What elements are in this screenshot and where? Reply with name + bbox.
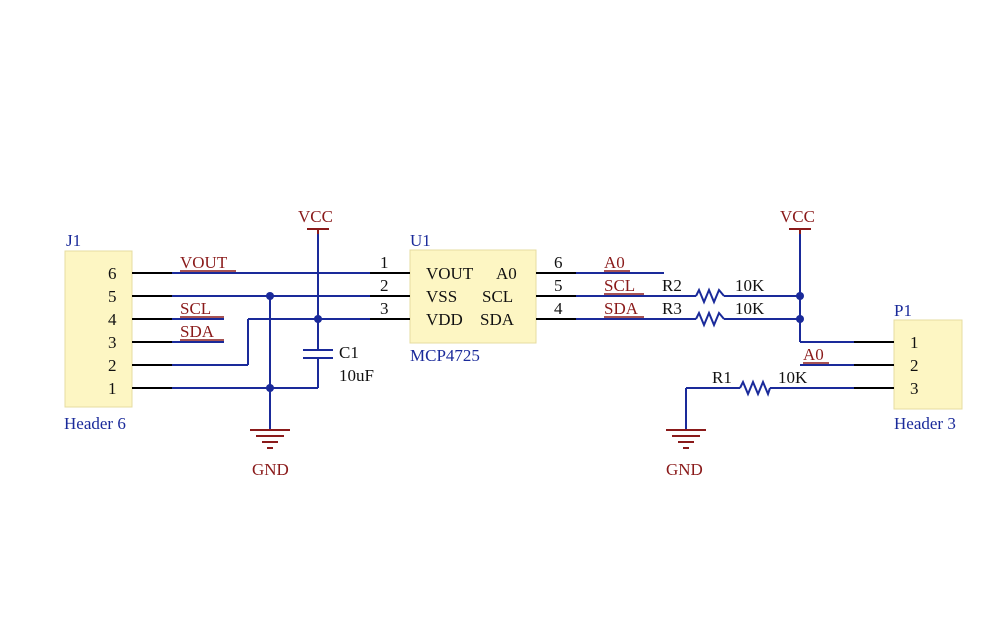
u1-label-sda: SDA <box>480 310 515 329</box>
p1-header: P1 Header 3 1 2 3 <box>854 301 963 433</box>
u1-name: MCP4725 <box>410 346 480 365</box>
net-label-scl-left: SCL <box>180 299 211 318</box>
j1-designator: J1 <box>66 231 81 250</box>
u1-pin-5: 5 <box>554 276 563 295</box>
j1-pin-3: 3 <box>108 333 117 352</box>
r1-value: 10K <box>778 368 808 387</box>
net-label-a0-p1: A0 <box>803 345 824 364</box>
u1-pin-6: 6 <box>554 253 563 272</box>
r2-designator: R2 <box>662 276 682 295</box>
net-label-sda-left: SDA <box>180 322 215 341</box>
c1-designator: C1 <box>339 343 359 362</box>
p1-designator: P1 <box>894 301 912 320</box>
junction-dot <box>266 292 274 300</box>
net-label-sda-right: SDA <box>604 299 639 318</box>
u1-right-wires <box>576 232 854 430</box>
p1-pin-1: 1 <box>910 333 919 352</box>
j1-wires <box>172 232 370 430</box>
u1-label-vout: VOUT <box>426 264 474 283</box>
j1-pin-2: 2 <box>108 356 117 375</box>
u1-label-scl: SCL <box>482 287 513 306</box>
u1-label-a0: A0 <box>496 264 517 283</box>
r2-value: 10K <box>735 276 765 295</box>
r3-resistor: R3 10K <box>662 299 765 328</box>
u1-pin-4: 4 <box>554 299 563 318</box>
u1-pin-1: 1 <box>380 253 389 272</box>
r1-resistor: R1 10K <box>712 368 808 397</box>
net-label-a0: A0 <box>604 253 625 272</box>
gnd-label-left: GND <box>252 460 289 479</box>
j1-body <box>64 250 133 408</box>
j1-name: Header 6 <box>64 414 126 433</box>
j1-pin-1: 1 <box>108 379 117 398</box>
junction-dot <box>796 315 804 323</box>
c1-capacitor: C1 10uF <box>303 343 374 385</box>
vcc-symbol-left: VCC <box>298 207 333 234</box>
j1-pin-5: 5 <box>108 287 117 306</box>
r3-value: 10K <box>735 299 765 318</box>
j1-pin-4: 4 <box>108 310 117 329</box>
u1-chip: U1 MCP4725 1 2 3 6 5 4 VOUT VSS VDD A0 S… <box>370 231 576 365</box>
vcc-label-left: VCC <box>298 207 333 226</box>
r1-designator: R1 <box>712 368 732 387</box>
j1-header: J1 Header 6 6 5 4 3 2 1 <box>64 231 172 433</box>
u1-body <box>409 249 537 344</box>
gnd-label-right: GND <box>666 460 703 479</box>
p1-pin-2: 2 <box>910 356 919 375</box>
gnd-symbol-left: GND <box>250 429 290 479</box>
u1-pin-2: 2 <box>380 276 389 295</box>
r3-designator: R3 <box>662 299 682 318</box>
p1-name: Header 3 <box>894 414 956 433</box>
p1-body <box>893 319 963 410</box>
r2-resistor: R2 10K <box>662 276 765 305</box>
p1-pin-3: 3 <box>910 379 919 398</box>
net-label-vout: VOUT <box>180 253 228 272</box>
junction-dot <box>314 315 322 323</box>
vcc-symbol-right: VCC <box>780 207 815 234</box>
junction-dot <box>266 384 274 392</box>
gnd-symbol-right: GND <box>666 429 706 479</box>
u1-designator: U1 <box>410 231 431 250</box>
junction-dot <box>796 292 804 300</box>
c1-value: 10uF <box>339 366 374 385</box>
u1-label-vdd: VDD <box>426 310 463 329</box>
u1-label-vss: VSS <box>426 287 457 306</box>
vcc-label-right: VCC <box>780 207 815 226</box>
net-label-scl-right: SCL <box>604 276 635 295</box>
u1-pin-3: 3 <box>380 299 389 318</box>
j1-pin-6: 6 <box>108 264 117 283</box>
